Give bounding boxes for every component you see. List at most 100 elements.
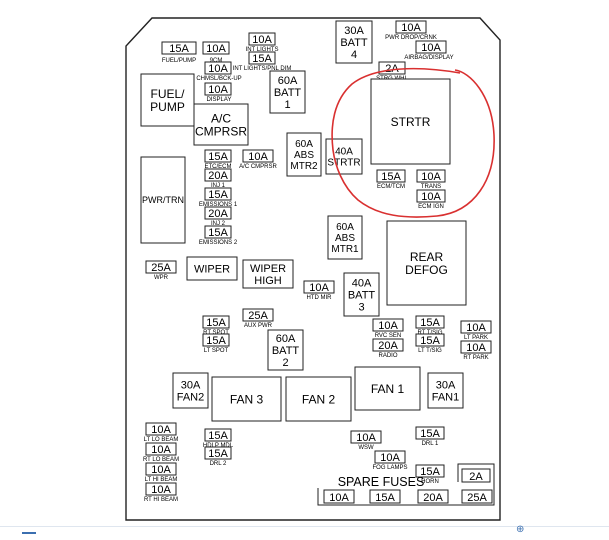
- fuse-outline: [204, 446, 232, 460]
- fuse-label: LT LO BEAM: [144, 437, 179, 443]
- fuse-rating: 10A: [309, 282, 329, 294]
- fuse-rating: 10A: [208, 84, 228, 96]
- block-outline: [186, 256, 238, 281]
- fuse-label: HDLP MDL: [203, 443, 234, 449]
- spare-fuse-outline: [369, 489, 401, 504]
- fuse-label: EMISSIONS 2: [199, 240, 238, 246]
- spare-fuse-rating: 20A: [423, 492, 443, 504]
- fuse-label: RT HI BEAM: [144, 497, 178, 503]
- fuse-label: RT PARK: [463, 355, 488, 361]
- block-label-line: 60A: [278, 75, 298, 87]
- fuse-outline: [248, 51, 276, 65]
- block-label-line: WIPER: [194, 264, 230, 276]
- block-label-line: PWR/TRN: [142, 195, 184, 205]
- fuse-outline: [145, 442, 177, 456]
- fuse-label: CHMSL/BCK-UP: [196, 76, 241, 82]
- fuse-rating: 25A: [248, 310, 268, 322]
- block-label-line: 2: [282, 357, 288, 369]
- fuse-rating: 2A: [469, 471, 483, 483]
- block-label-line: 1: [284, 99, 290, 111]
- fuse-rating: 20A: [208, 208, 228, 220]
- fuse-label: AUX PWR: [244, 323, 273, 329]
- fuse-label: RT LO BEAM: [143, 457, 179, 463]
- fuse-outline: [204, 428, 232, 442]
- fan3-relay: FAN 3: [211, 376, 282, 422]
- spare-fuse-outline: [323, 489, 355, 504]
- fuse-rating: 10A: [380, 452, 400, 464]
- block-outline: [172, 372, 209, 409]
- fuse-rating: 10A: [208, 63, 228, 75]
- block-label-line: FAN2: [177, 392, 205, 404]
- block-outline: [335, 20, 373, 64]
- pwr-trn-relay: PWR/TRN: [140, 156, 186, 244]
- block-label-line: 30A: [344, 25, 364, 37]
- fuse-outline: [415, 40, 447, 54]
- fuse-outline: [416, 169, 446, 183]
- fuse-outline: [204, 168, 232, 182]
- fuse-rating: 25A: [151, 262, 171, 274]
- fuse-outline: [145, 482, 177, 496]
- fuse-label: LT T/SIG: [418, 348, 442, 354]
- block-outline: [211, 376, 282, 422]
- spare-fuse-15A: 15A: [369, 489, 401, 504]
- fuse-label: RT SPOT: [203, 330, 229, 336]
- spare-fuses-title: SPARE FUSES: [338, 475, 425, 489]
- block-label-line: 60A: [276, 333, 296, 345]
- fuse-label: EMISSIONS 1: [199, 202, 238, 208]
- fuse-outline: [242, 149, 274, 163]
- block-label-line: STRTR: [391, 115, 431, 129]
- fuse-rating: 10A: [421, 42, 441, 54]
- fuse-label: A/C CMPRSR: [239, 164, 277, 170]
- block-label-line: BATT: [274, 87, 302, 99]
- block-label-line: MTR1: [331, 244, 359, 255]
- fuse-outline: [350, 430, 382, 444]
- fuse-rating: 10A: [206, 43, 226, 55]
- fuse-rating: 15A: [206, 317, 226, 329]
- fuse-label: RVC SEN: [375, 333, 402, 339]
- fuse-rating: 10A: [151, 444, 171, 456]
- spare-fuse-10A: 10A: [323, 489, 355, 504]
- wiper-relay: WIPER: [186, 256, 238, 281]
- fuse-outline: [242, 308, 274, 322]
- block-outline: [193, 103, 249, 146]
- block-label-line: 60A: [295, 139, 313, 150]
- block-label-line: CMPRSR: [195, 125, 247, 139]
- spare-fuses-bracket: [317, 463, 495, 506]
- fuse-label: INT LIGHTS/PNL DIM: [233, 66, 292, 72]
- fuse-label: AIRBAG/DISPLAY: [404, 55, 453, 61]
- fuse-label: TRANS: [421, 184, 441, 190]
- fuse-rating: 10A: [248, 151, 268, 163]
- fuse-rating: 10A: [466, 322, 486, 334]
- fuse-rating: 15A: [208, 189, 228, 201]
- zoom-icon[interactable]: ⊕: [516, 524, 525, 535]
- fuse-label: ECM IGN: [418, 204, 444, 210]
- fuse-rating: 20A: [208, 170, 228, 182]
- fuse-outline: [460, 320, 492, 334]
- spare-fuse-rating: 10A: [329, 492, 349, 504]
- block-label-line: HIGH: [254, 275, 282, 287]
- fuse-outline: [376, 169, 406, 183]
- fuse-outline: [460, 340, 492, 354]
- block-label-line: REAR: [410, 250, 444, 264]
- block-label-line: WIPER: [250, 263, 286, 275]
